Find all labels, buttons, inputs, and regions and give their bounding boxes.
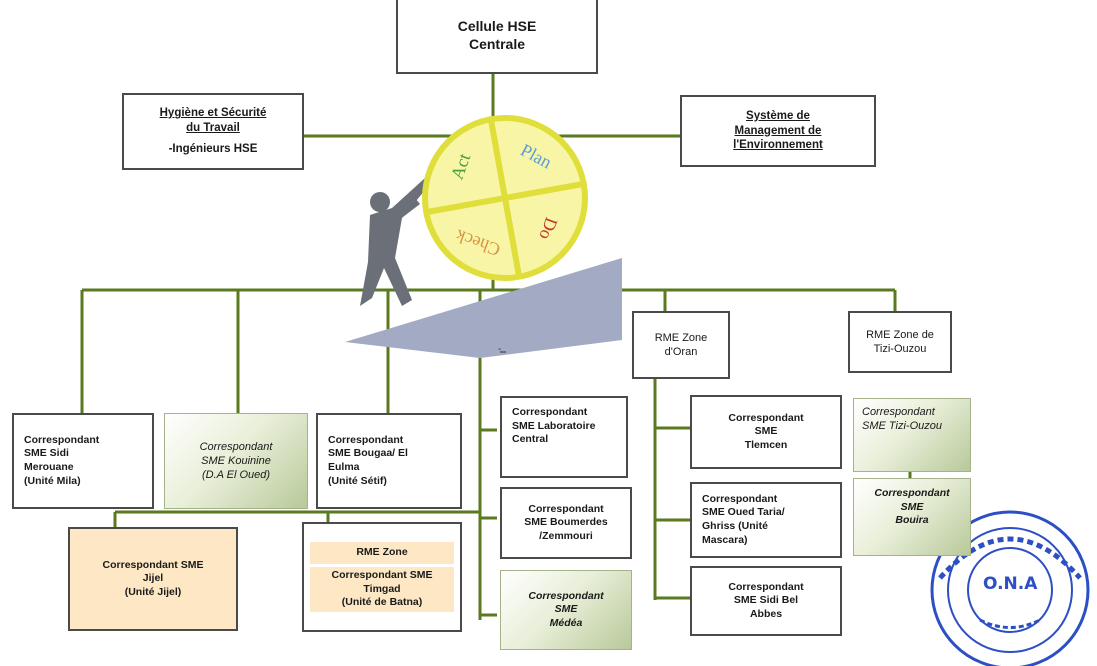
box-line: (D.A El Oued) bbox=[201, 469, 271, 482]
box-correspondant-tizi-ouzou: Correspondant SME Tizi-Ouzou bbox=[853, 398, 971, 472]
box-line: Ghriss (Unité bbox=[702, 520, 768, 532]
box-correspondant-medea: Correspondant SME Médéa bbox=[500, 570, 632, 650]
box-line: Jijel bbox=[142, 572, 164, 585]
box-line: Correspondant bbox=[728, 411, 804, 424]
box-line: Timgad bbox=[363, 582, 401, 595]
box-line: Correspondant SME bbox=[102, 558, 204, 571]
box-systeme-management-environnement: Système de Management de l'Environnement bbox=[680, 95, 876, 167]
box-correspondant-sidi-merouane: Correspondant SME Sidi Merouane (Unité M… bbox=[12, 413, 154, 509]
box-line: RME Zone bbox=[310, 542, 454, 564]
box-line: Correspondant bbox=[528, 502, 604, 515]
dash-mark: - bbox=[498, 344, 502, 355]
box-line: SME Sidi Bel bbox=[733, 594, 799, 607]
box-line: Correspondant bbox=[728, 580, 804, 593]
stamp-center-text: O.N.A bbox=[983, 574, 1038, 594]
box-line: Abbes bbox=[749, 607, 783, 620]
box-line: SME bbox=[900, 500, 924, 513]
box-line: RME Zone de bbox=[866, 328, 934, 341]
box-line: SME Tizi-Ouzou bbox=[862, 420, 942, 433]
box-correspondant-timgad: RME Zone Correspondant SME Timgad (Unité… bbox=[302, 522, 462, 632]
box-correspondant-oued-taria: Correspondant SME Oued Taria/ Ghriss (Un… bbox=[690, 482, 842, 558]
box-line: d'Oran bbox=[664, 346, 698, 358]
box-line: SME Sidi bbox=[24, 447, 69, 460]
box-line: Mascara) bbox=[702, 533, 748, 546]
box-line: Correspondant bbox=[328, 433, 404, 446]
box-correspondant-bouira: Correspondant SME Bouira bbox=[853, 478, 971, 556]
box-line: Correspondant bbox=[874, 487, 950, 499]
pdca-wheel bbox=[422, 115, 588, 281]
box-rme-zone-oran: RME Zone d'Oran bbox=[632, 311, 730, 379]
box-correspondant-kouinine: Correspondant SME Kouinine (D.A El Oued) bbox=[164, 413, 308, 509]
box-line: Hygiène et Sécurité bbox=[159, 107, 267, 120]
box-line: Correspondant SME bbox=[331, 568, 433, 581]
box-line: Tizi-Ouzou bbox=[873, 343, 927, 355]
box-line: Cellule HSE bbox=[457, 17, 537, 34]
box-line: Correspondant bbox=[862, 406, 935, 418]
box-cellule-hse-centrale: Cellule HSE Centrale bbox=[396, 0, 598, 74]
box-line: (Unité Jijel) bbox=[124, 585, 182, 598]
box-line: Correspondant bbox=[24, 433, 100, 446]
box-line: /Zemmouri bbox=[539, 529, 593, 542]
box-line: Merouane bbox=[24, 461, 74, 473]
box-line: l'Environnement bbox=[733, 139, 823, 152]
box-rme-zone-tizi-ouzou: RME Zone de Tizi-Ouzou bbox=[848, 311, 952, 373]
box-line: SME Bougaa/ El bbox=[328, 447, 408, 460]
box-line: (Unité de Batna) bbox=[341, 596, 423, 609]
box-line: Système de bbox=[746, 109, 810, 122]
box-line: RME Zone bbox=[654, 331, 708, 344]
box-line: SME Boumerdes bbox=[524, 516, 608, 529]
box-correspondant-laboratoire: Correspondant SME Laboratoire Central bbox=[500, 396, 628, 478]
box-correspondant-bougaa: Correspondant SME Bougaa/ El Eulma (Unit… bbox=[316, 413, 462, 509]
box-line: Centrale bbox=[468, 36, 526, 52]
box-line: Correspondant bbox=[528, 589, 604, 602]
box-correspondant-tlemcen: Correspondant SME Tlemcen bbox=[690, 395, 842, 469]
stamp bbox=[930, 510, 1090, 666]
pushing-figure bbox=[360, 178, 430, 306]
box-line: du Travail bbox=[186, 122, 240, 135]
slope-shape bbox=[345, 258, 622, 358]
box-hygiene-securite: Hygiène et Sécurité du Travail -Ingénieu… bbox=[122, 93, 304, 170]
box-line: SME Oued Taria/ bbox=[702, 506, 785, 519]
box-line: Eulma bbox=[328, 461, 360, 473]
box-line: Médéa bbox=[549, 616, 583, 629]
box-correspondant-boumerdes: Correspondant SME Boumerdes /Zemmouri bbox=[500, 487, 632, 559]
box-line: SME bbox=[754, 425, 778, 438]
box-line: Management de bbox=[734, 124, 822, 137]
box-line: Tlemcen bbox=[744, 438, 788, 451]
box-line: SME Laboratoire bbox=[512, 419, 596, 432]
box-correspondant-sidi-bel-abbes: Correspondant SME Sidi Bel Abbes bbox=[690, 566, 842, 636]
box-line: SME Kouinine bbox=[201, 454, 271, 467]
box-line: (Unité Mila) bbox=[24, 474, 81, 487]
box-line: Bouira bbox=[895, 514, 929, 527]
box-line: Correspondant bbox=[199, 440, 273, 453]
box-line: (Unité Sétif) bbox=[328, 474, 387, 487]
box-line: SME bbox=[554, 603, 578, 616]
box-line: Correspondant bbox=[512, 406, 588, 418]
box-line: Central bbox=[512, 433, 549, 446]
box-correspondant-jijel: Correspondant SME Jijel (Unité Jijel) bbox=[68, 527, 238, 631]
box-line: Correspondant bbox=[702, 492, 778, 505]
box-line: Correspondant SME Timgad (Unité de Batna… bbox=[310, 566, 454, 612]
box-line: -Ingénieurs HSE bbox=[168, 142, 258, 155]
